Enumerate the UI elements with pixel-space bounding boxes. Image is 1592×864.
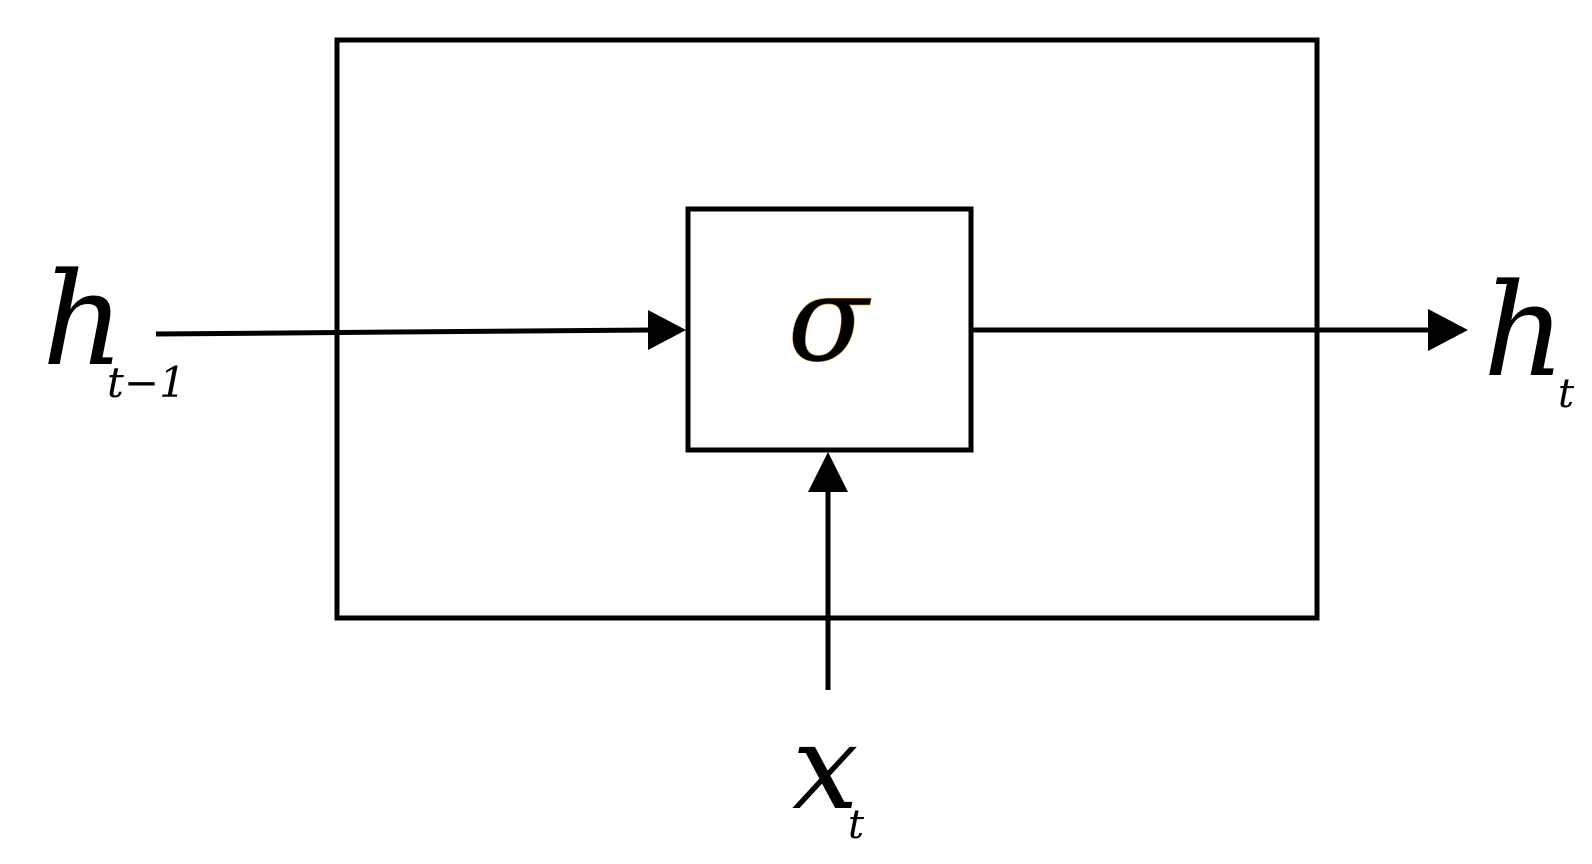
- input-arrow-head: [648, 310, 686, 350]
- label-h-prev: h t−1: [42, 246, 186, 407]
- h-current-subscript: t: [1558, 371, 1575, 417]
- label-h-current: h t: [1483, 257, 1575, 417]
- label-x-input: x t: [792, 698, 865, 848]
- x-input-base: x: [792, 698, 859, 836]
- h-current-base: h: [1483, 257, 1565, 406]
- h-prev-base: h: [42, 246, 124, 395]
- h-prev-subscript: t−1: [107, 358, 186, 407]
- x-input-subscript: t: [848, 802, 865, 848]
- output-arrow-head: [1428, 309, 1468, 351]
- input-arrow-line: [155, 327, 653, 337]
- sigma-symbol: σ: [788, 250, 872, 388]
- x-arrow-head: [808, 452, 848, 492]
